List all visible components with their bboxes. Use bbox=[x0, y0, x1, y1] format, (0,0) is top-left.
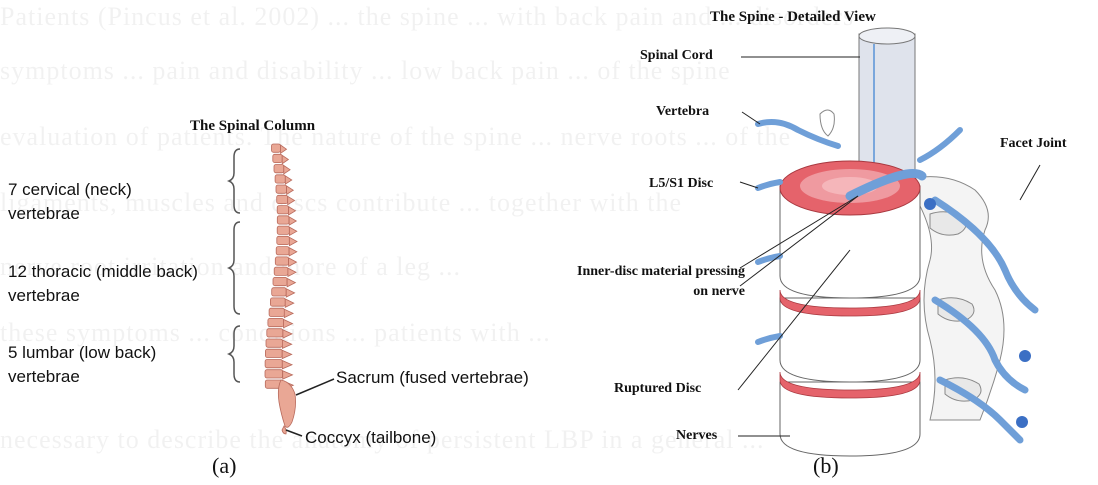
vertebra-process bbox=[284, 319, 293, 327]
spinal-column-title: The Spinal Column bbox=[190, 118, 315, 135]
vertebra-process bbox=[288, 268, 296, 276]
cervical-label: 7 cervical (neck) vertebrae bbox=[8, 178, 198, 226]
inner-disc-label: Inner-disc material pressing on nerve bbox=[575, 262, 745, 302]
vertebra-process bbox=[289, 227, 296, 235]
vertebra-process bbox=[289, 237, 297, 245]
vertebra-body bbox=[277, 216, 289, 224]
vertebra-process bbox=[289, 258, 297, 266]
panel-a-caption: (a) bbox=[212, 453, 236, 479]
spine-detail-title: The Spine - Detailed View bbox=[710, 9, 876, 26]
vertebra-body bbox=[275, 175, 285, 183]
vertebra-process bbox=[285, 299, 294, 307]
vertebra-process bbox=[282, 361, 292, 369]
vertebra-process bbox=[284, 309, 293, 317]
spinal-cord-shape bbox=[859, 34, 915, 179]
vertebra-body bbox=[274, 267, 288, 275]
sacrum-shape bbox=[278, 380, 295, 427]
region-brackets bbox=[229, 149, 240, 382]
facet-joint-label: Facet Joint bbox=[1000, 136, 1066, 152]
panel-b-caption: (b) bbox=[813, 453, 839, 479]
vertebra-process bbox=[289, 248, 297, 256]
vertebra-body bbox=[269, 308, 284, 316]
vertebra-process bbox=[283, 330, 292, 338]
vertebra-body bbox=[272, 144, 281, 152]
vertebra-process bbox=[282, 155, 288, 163]
spine-detail-illustration bbox=[738, 28, 1040, 456]
coccyx-label: Coccyx (tailbone) bbox=[305, 426, 436, 450]
vertebra-body bbox=[266, 339, 282, 347]
sacrum-pointer bbox=[296, 379, 334, 395]
vertebra-body bbox=[277, 206, 288, 214]
vertebra-process bbox=[287, 278, 295, 286]
ruptured-disc-label: Ruptured Disc bbox=[614, 381, 701, 397]
vertebra-body bbox=[273, 277, 287, 285]
vertebra-process bbox=[281, 145, 287, 153]
vertebra-body bbox=[268, 318, 284, 326]
l5-s1-disc-label: L5/S1 Disc bbox=[649, 176, 713, 192]
vertebra-process bbox=[288, 196, 295, 204]
vertebra-body bbox=[267, 329, 283, 337]
coccyx-pointer bbox=[286, 430, 302, 436]
vertebra-body bbox=[277, 236, 290, 244]
vertebra-process bbox=[289, 207, 296, 215]
vertebra-process bbox=[283, 371, 293, 379]
vertebra-process bbox=[285, 176, 292, 184]
vertebra-body bbox=[272, 288, 287, 296]
nerves-label: Nerves bbox=[676, 428, 717, 444]
vertebra-process bbox=[282, 350, 292, 358]
vertebra-body bbox=[265, 370, 283, 378]
vertebra-body bbox=[265, 360, 282, 368]
sacrum-label: Sacrum (fused vertebrae) bbox=[336, 366, 529, 390]
spine-vertebrae bbox=[265, 144, 297, 389]
spinal-cord-label: Spinal Cord bbox=[640, 48, 713, 64]
vertebra-body bbox=[276, 185, 287, 193]
vertebra-body bbox=[270, 298, 285, 306]
lumbar-label: 5 lumbar (low back) vertebrae bbox=[8, 341, 208, 389]
vertebra-process bbox=[289, 217, 296, 225]
vertebra-body bbox=[273, 154, 282, 162]
vertebra-label: Vertebra bbox=[656, 104, 709, 120]
vertebra-process bbox=[286, 289, 294, 297]
vertebra-process bbox=[282, 340, 291, 348]
vertebra-process bbox=[287, 186, 294, 194]
vertebra-body bbox=[277, 195, 288, 203]
thoracic-label: 12 thoracic (middle back) vertebrae bbox=[8, 260, 218, 308]
vertebra-body bbox=[277, 226, 289, 234]
vertebra-body bbox=[276, 247, 289, 255]
vertebra-body bbox=[265, 349, 282, 357]
vertebra-body bbox=[274, 165, 284, 173]
vertebra-body bbox=[275, 257, 288, 265]
vertebra-process bbox=[284, 166, 290, 174]
